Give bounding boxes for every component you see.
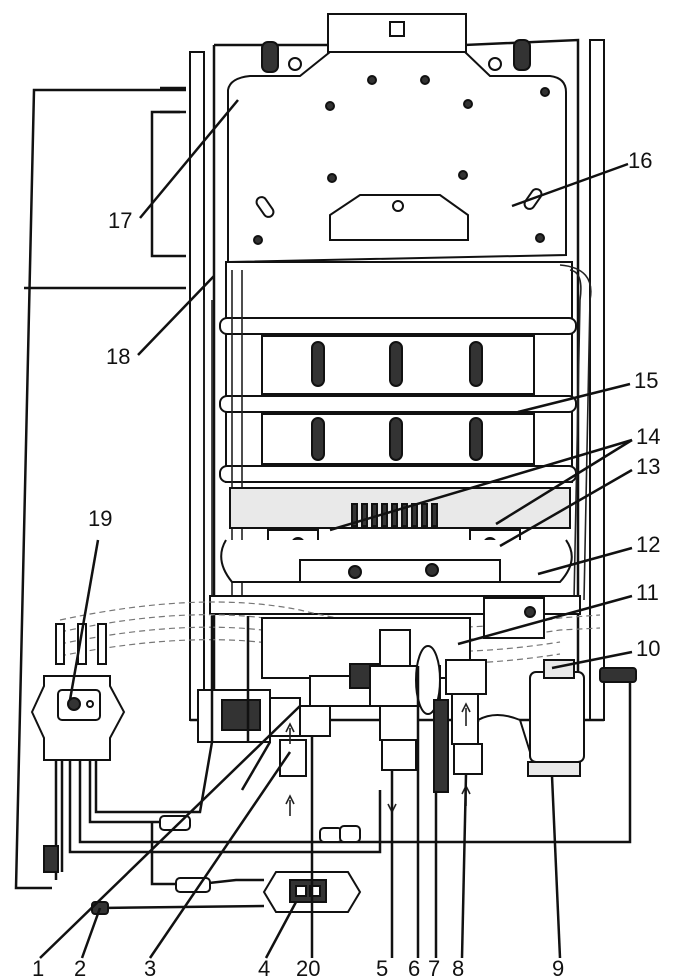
label-15: 15 — [634, 368, 658, 393]
wiring — [14, 86, 637, 915]
water-inlet — [451, 693, 531, 775]
label-17: 17 — [108, 208, 132, 233]
combustion-chamber — [203, 261, 592, 620]
label-9: 9 — [552, 956, 564, 980]
label-18: 18 — [106, 344, 130, 369]
leader-lines — [39, 99, 633, 959]
label-20: 20 — [296, 956, 320, 980]
label-3: 3 — [144, 956, 156, 980]
label-10: 10 — [636, 636, 660, 661]
label-13: 13 — [636, 454, 660, 479]
chassis-frame — [189, 13, 605, 722]
part-number-labels: 17 18 16 15 14 13 12 11 10 19 1 2 3 4 20… — [32, 148, 660, 980]
label-8: 8 — [452, 956, 464, 980]
label-6: 6 — [408, 956, 420, 980]
label-12: 12 — [636, 532, 660, 557]
fan-unit — [527, 659, 585, 777]
label-2: 2 — [74, 956, 86, 980]
combustion-slots — [311, 341, 483, 461]
burner-ribs — [351, 503, 438, 527]
label-11: 11 — [636, 580, 659, 605]
label-19: 19 — [88, 506, 112, 531]
label-16: 16 — [628, 148, 652, 173]
label-14: 14 — [636, 424, 660, 449]
heat-exchanger-hood — [227, 51, 567, 264]
label-7: 7 — [428, 956, 440, 980]
water-valve — [369, 629, 487, 793]
label-4: 4 — [258, 956, 270, 980]
label-1: 1 — [32, 956, 44, 980]
label-5: 5 — [376, 956, 388, 980]
controller-box — [30, 623, 126, 761]
hood-rivets — [253, 75, 550, 245]
